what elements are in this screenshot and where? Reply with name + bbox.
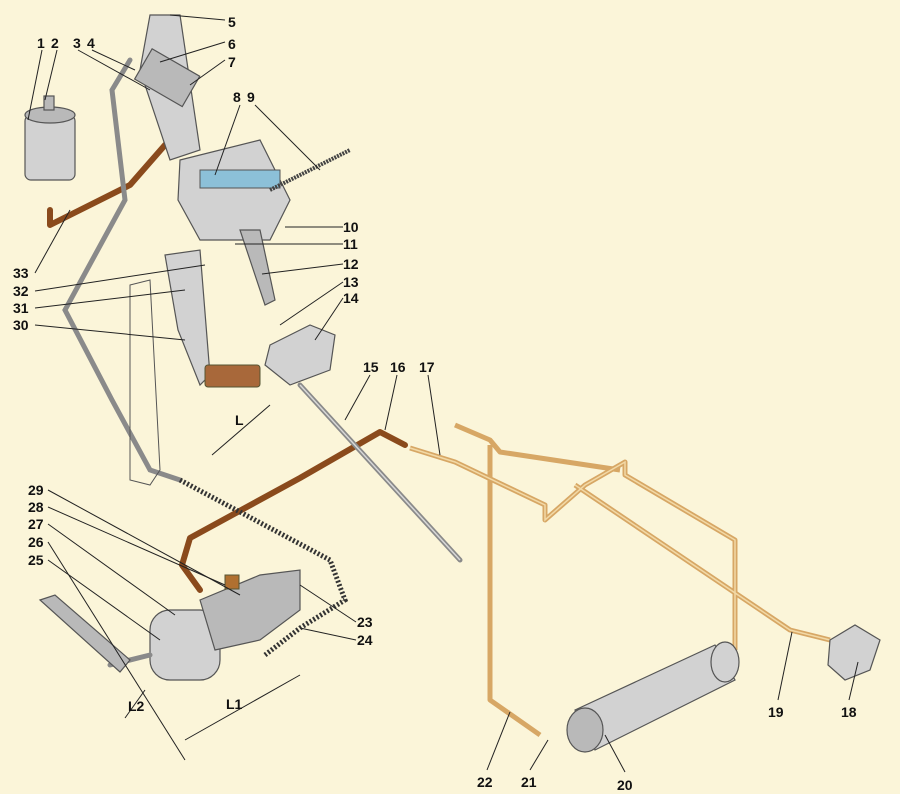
label-19: 19: [768, 704, 784, 720]
label-25: 25: [28, 552, 44, 568]
label-20: 20: [617, 777, 633, 793]
label-17: 17: [419, 359, 435, 375]
label-4: 4: [87, 35, 95, 51]
label-21: 21: [521, 774, 537, 790]
label-3: 3: [73, 35, 81, 51]
label-14: 14: [343, 290, 359, 306]
dimension-l: L: [235, 412, 244, 428]
label-10: 10: [343, 219, 359, 235]
label-27: 27: [28, 516, 44, 532]
air-lines: [409, 422, 831, 738]
label-24: 24: [357, 632, 373, 648]
label-28: 28: [28, 499, 44, 515]
label-6: 6: [228, 36, 236, 52]
dimension-l2: L2: [128, 698, 145, 714]
rods: [62, 57, 463, 563]
control-valve: [264, 324, 336, 386]
label-29: 29: [28, 482, 44, 498]
label-7: 7: [228, 54, 236, 70]
clutch-pedal: [129, 249, 261, 486]
fluid-reservoir: [24, 95, 76, 181]
label-26: 26: [28, 534, 44, 550]
pedal-bracket: [133, 14, 351, 306]
leader-lines: [27, 14, 859, 773]
label-9: 9: [247, 89, 255, 105]
label-16: 16: [390, 359, 406, 375]
label-18: 18: [841, 704, 857, 720]
label-23: 23: [357, 614, 373, 630]
label-32: 32: [13, 283, 29, 299]
label-22: 22: [477, 774, 493, 790]
part-labels: 1 2 3 4 5 6 7 8 9 10 11 12 13 14 15 16 1…: [13, 14, 857, 793]
label-33: 33: [13, 265, 29, 281]
dimension-l1: L1: [226, 696, 243, 712]
label-1: 1: [37, 35, 45, 51]
label-11: 11: [343, 236, 358, 252]
label-30: 30: [13, 317, 29, 333]
label-12: 12: [343, 256, 359, 272]
label-2: 2: [51, 35, 59, 51]
label-15: 15: [363, 359, 379, 375]
pneumohydraulic-booster: [38, 569, 301, 681]
protection-valve: [827, 624, 881, 681]
label-13: 13: [343, 274, 359, 290]
flexible-hose: [178, 477, 349, 657]
label-8: 8: [233, 89, 241, 105]
air-tank: [566, 641, 740, 753]
label-5: 5: [228, 14, 236, 30]
label-31: 31: [13, 300, 29, 316]
